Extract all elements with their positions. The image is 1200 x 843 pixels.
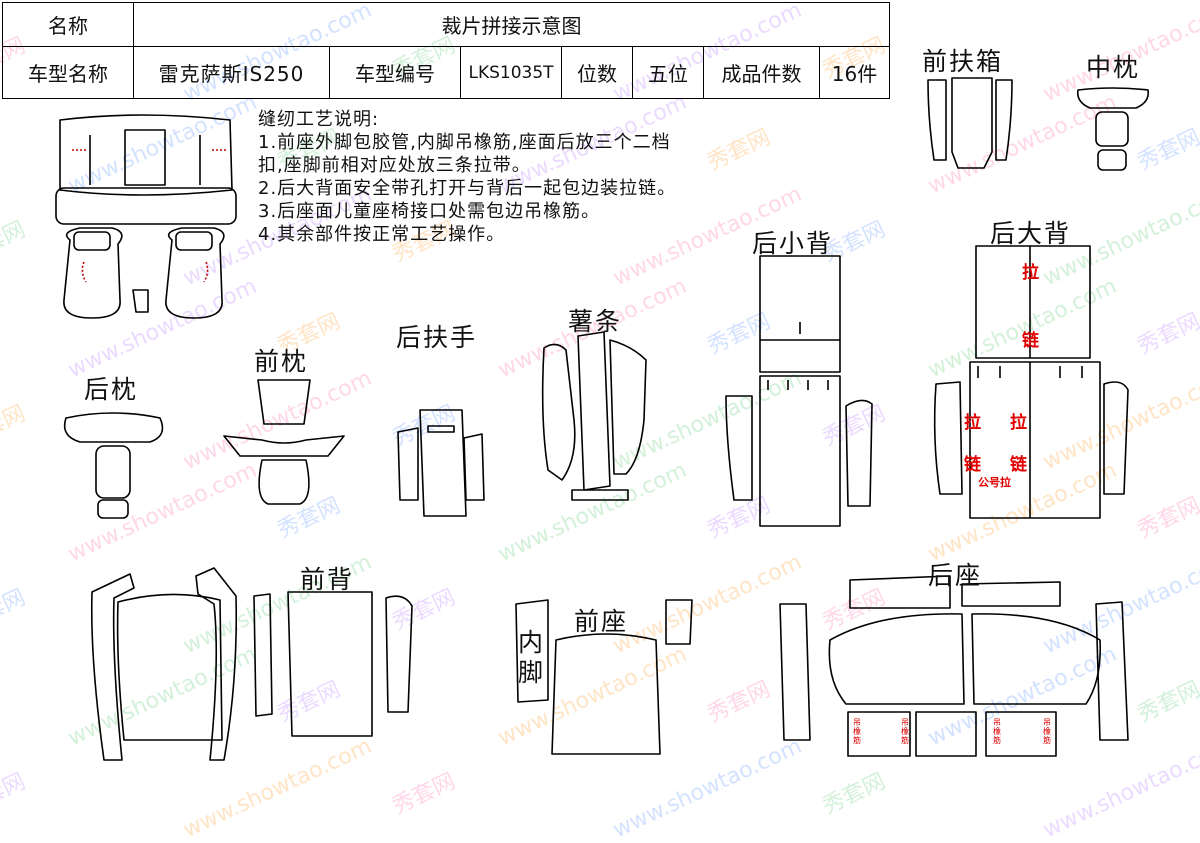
elastic-mark-4: 吊橡筋	[1043, 718, 1051, 745]
pieces-value: 16件	[831, 62, 878, 86]
model-name-label-cell: 车型名称	[2, 46, 134, 99]
rear-big-back-pieces	[933, 245, 1129, 519]
front-back-pieces	[90, 567, 413, 761]
label-front-seat: 前座	[574, 607, 629, 636]
label-rear-small-back: 后小背	[752, 229, 834, 258]
name-label-cell: 名称	[2, 2, 134, 47]
zip-mark-top-1: 拉	[1022, 263, 1039, 283]
middle-pillow-pieces	[1076, 87, 1150, 171]
zip-mark-right-2: 链	[1010, 455, 1027, 475]
model-code-label: 车型编号	[355, 62, 435, 86]
model-name-cell: 雷克萨斯IS250	[133, 46, 330, 99]
label-rear-pillow: 后枕	[84, 375, 139, 404]
label-middle-pillow: 中枕	[1086, 53, 1141, 82]
male-zip-mark: 公号拉	[978, 476, 1011, 489]
model-name: 雷克萨斯IS250	[158, 62, 305, 86]
model-code: LKS1035T	[468, 62, 554, 83]
name-label: 名称	[48, 14, 88, 38]
elastic-mark-2: 吊橡筋	[901, 718, 909, 745]
zip-mark-top-2: 链	[1022, 331, 1039, 351]
header-table: 名称 裁片拼接示意图 车型名称 雷克萨斯IS250 车型编号 LKS1035T …	[2, 2, 890, 99]
model-code-cell: LKS1035T	[460, 46, 562, 99]
pieces-cell: 16件	[819, 46, 890, 99]
label-rear-big-back: 后大背	[990, 219, 1072, 248]
diagram-title: 裁片拼接示意图	[441, 14, 582, 38]
elastic-mark-1: 吊橡筋	[853, 718, 861, 745]
notes-title: 缝纫工艺说明:	[258, 109, 380, 130]
label-front-armrest-box: 前扶箱	[922, 47, 1004, 76]
bar-strip-pieces	[541, 331, 647, 501]
model-code-label-cell: 车型编号	[329, 46, 461, 99]
pieces-label: 成品件数	[721, 62, 802, 86]
notes-line-1: 1.前座外脚包胶管,内脚吊橡筋,座面后放三个二档	[258, 132, 671, 153]
front-armrest-box-pieces	[927, 77, 1013, 169]
label-front-pillow: 前枕	[254, 347, 309, 376]
label-rear-seat: 后座	[928, 561, 983, 590]
seats-value: 五位	[648, 62, 688, 86]
rear-small-back-pieces	[725, 255, 873, 527]
zip-mark-right-1: 拉	[1010, 413, 1027, 433]
seats-label: 位数	[577, 62, 617, 86]
label-rear-armrest: 后扶手	[396, 323, 478, 352]
notes-line-3: 2.后大背面安全带孔打开与背后一起包边装拉链。	[258, 178, 677, 199]
rear-pillow-pieces	[63, 412, 164, 519]
label-bar-strip: 薯条	[568, 307, 623, 336]
pattern-outlines	[55, 77, 1150, 761]
seat-preview-illustration	[55, 114, 237, 319]
rear-seat-pieces	[779, 575, 1129, 757]
zip-mark-left-2: 链	[964, 455, 981, 475]
seats-label-cell: 位数	[561, 46, 633, 99]
sewing-notes: 缝纫工艺说明: 1.前座外脚包胶管,内脚吊橡筋,座面后放三个二档 扣,座脚前相对…	[258, 108, 838, 246]
model-name-label: 车型名称	[28, 62, 108, 86]
notes-line-5: 4.其余部件按正常工艺操作。	[258, 224, 506, 245]
label-inner-leg: 内脚	[518, 628, 544, 687]
label-front-back: 前背	[300, 565, 355, 594]
front-pillow-pieces	[223, 379, 345, 505]
pieces-label-cell: 成品件数	[703, 46, 820, 99]
elastic-mark-3: 吊橡筋	[993, 718, 1001, 745]
notes-line-4: 3.后座面儿童座椅接口处需包边吊橡筋。	[258, 201, 601, 222]
front-seat-pieces	[515, 599, 693, 755]
diagram-title-cell: 裁片拼接示意图	[133, 2, 890, 47]
zip-mark-left-1: 拉	[964, 413, 981, 433]
notes-line-2: 扣,座脚前相对应处放三条拉带。	[258, 155, 531, 176]
rear-armrest-pieces	[397, 409, 485, 517]
